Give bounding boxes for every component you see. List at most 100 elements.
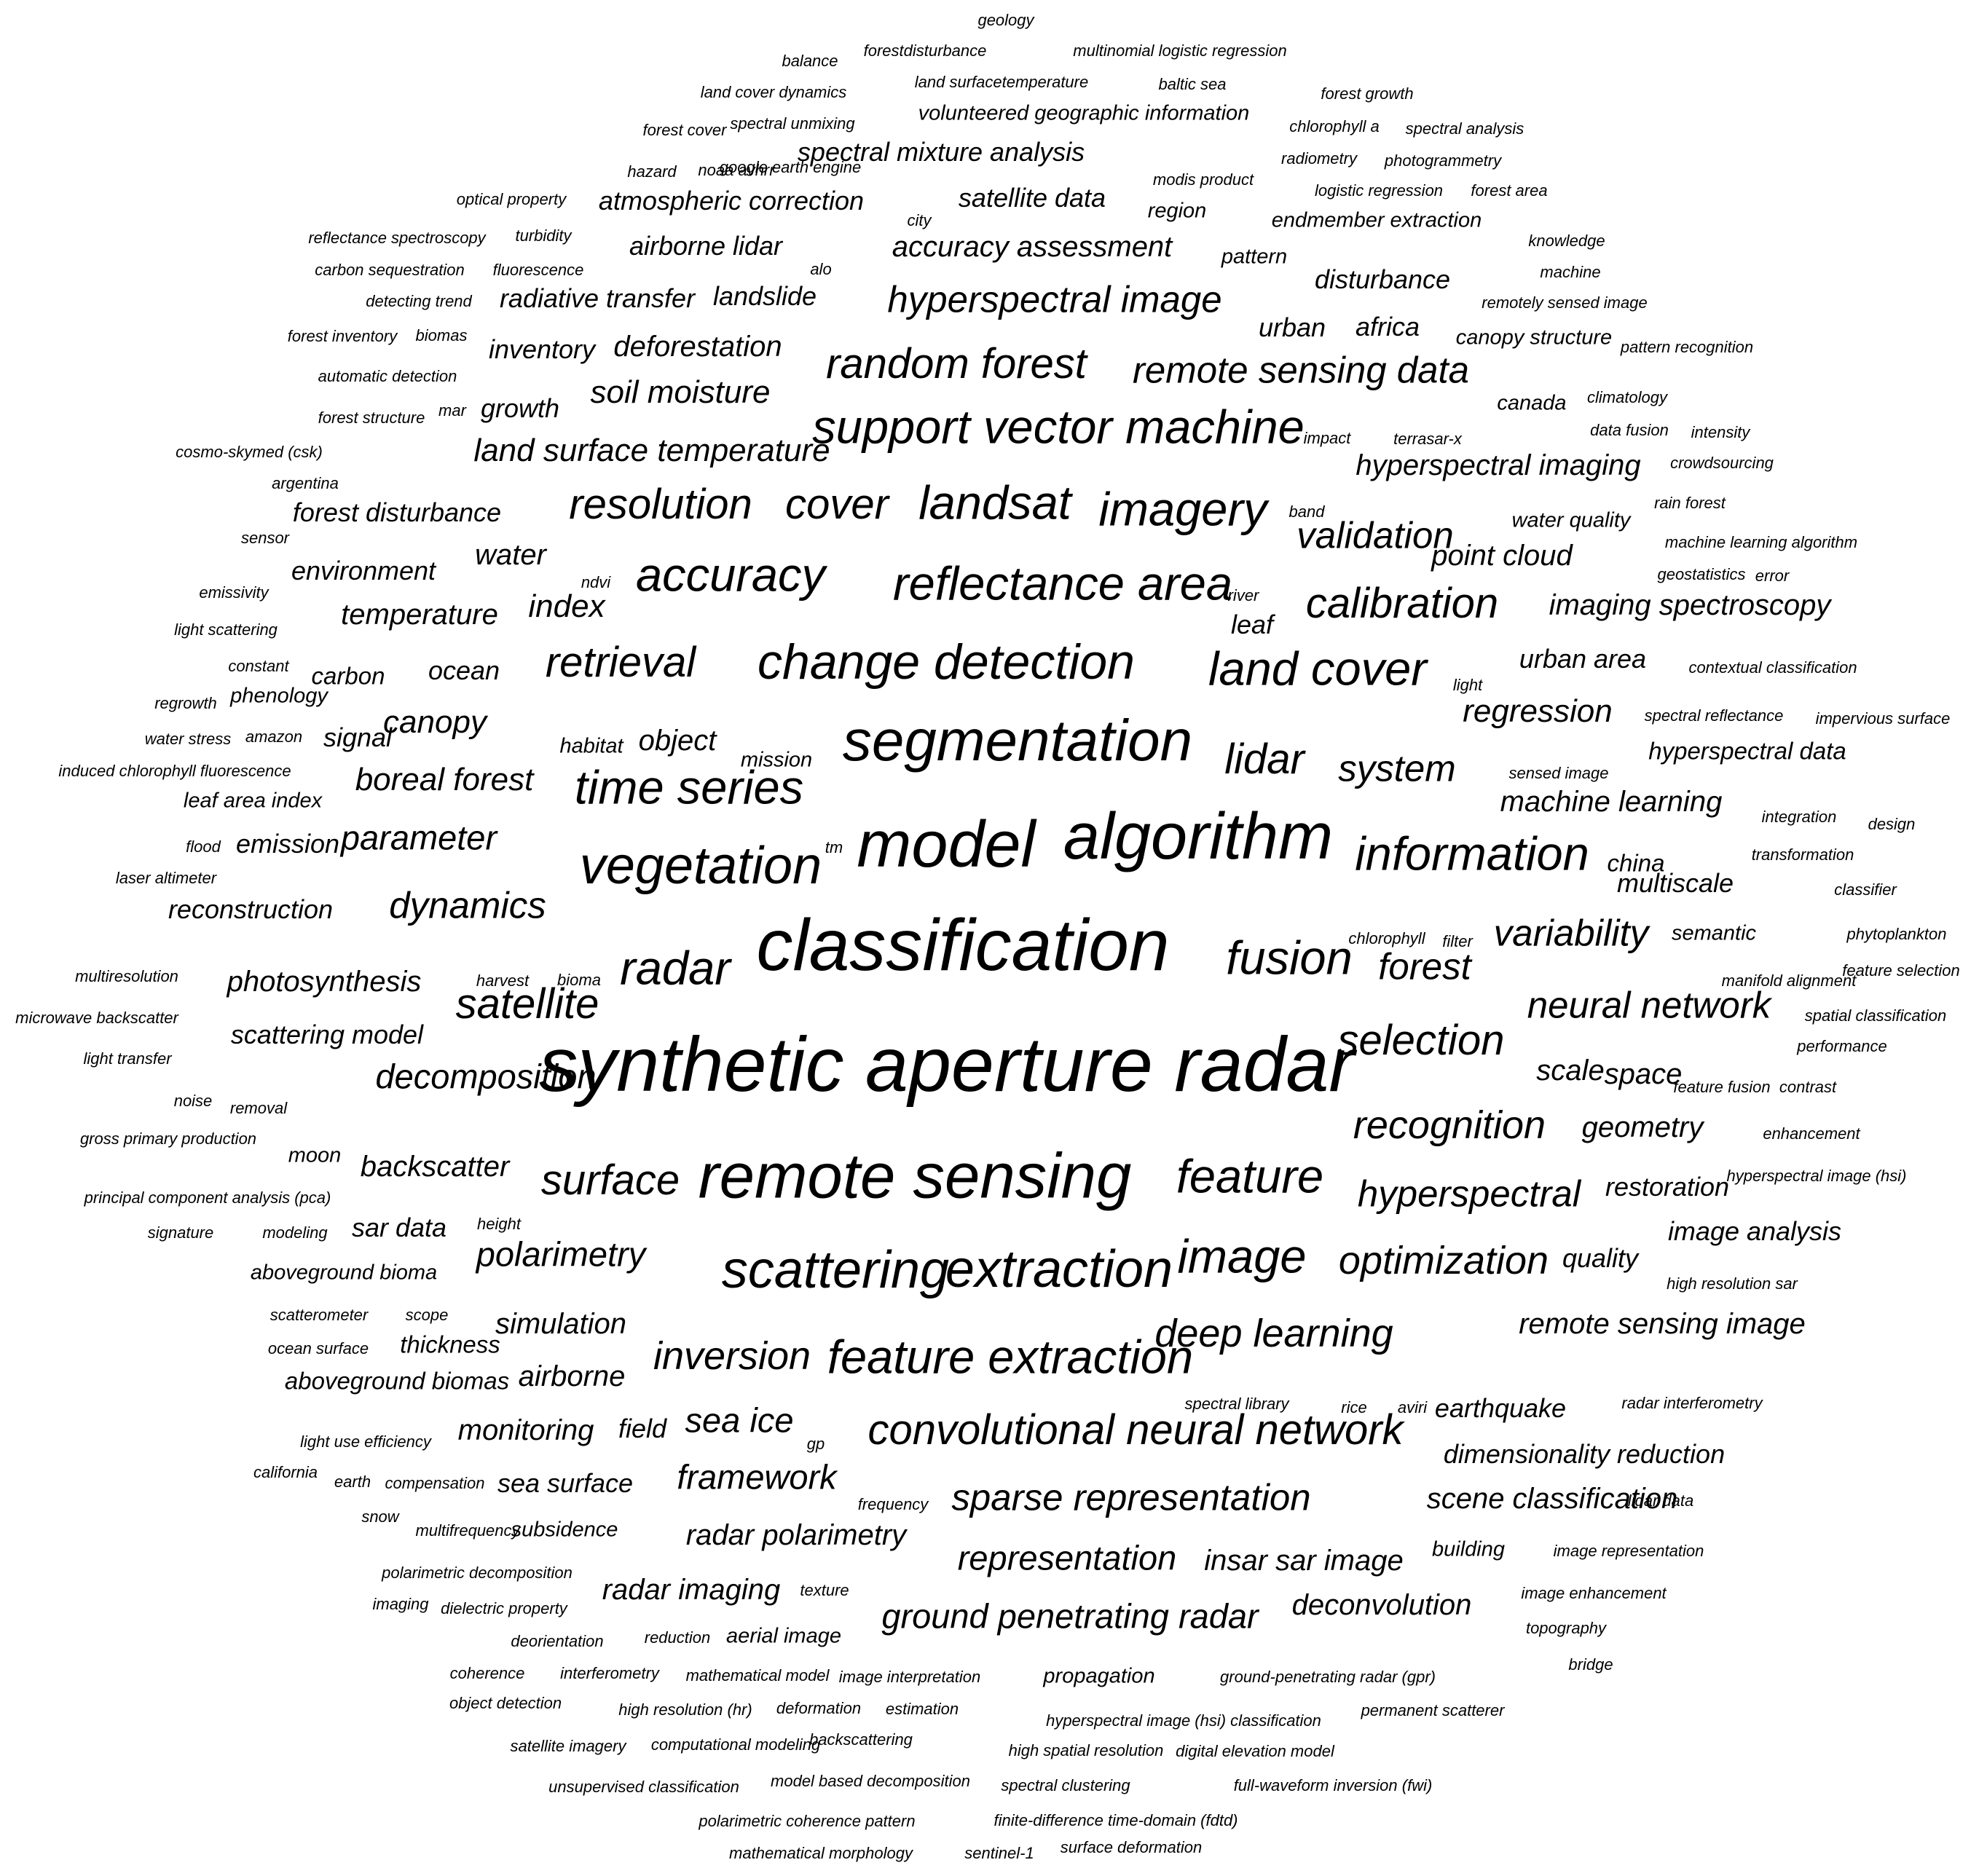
cloud-word: phytoplankton [1846,925,1947,943]
cloud-word: estimation [885,1700,959,1718]
cloud-word: soil moisture [590,374,771,410]
cloud-word: california [253,1463,318,1481]
cloud-word: imaging spectroscopy [1549,589,1831,621]
cloud-word: surface [540,1156,680,1204]
cloud-word: argentina [272,474,339,492]
cloud-word: forest structure [318,409,425,427]
cloud-word: forest cover [642,121,727,139]
cloud-word: light scattering [174,620,278,639]
cloud-word: turbidity [515,226,572,245]
cloud-word: deconvolution [1291,1589,1472,1621]
cloud-word: alo [810,260,832,278]
cloud-word: knowledge [1528,232,1605,250]
cloud-word: region [1147,199,1207,223]
cloud-word: fusion [1226,931,1353,985]
cloud-word: growth [480,393,560,423]
cloud-word: aviri [1397,1398,1428,1416]
cloud-word: leaf area index [183,789,323,813]
cloud-word: crowdsourcing [1670,454,1774,472]
cloud-word: full-waveform inversion (fwi) [1233,1776,1433,1794]
cloud-word: endmember extraction [1271,208,1482,232]
cloud-word: cover [785,481,889,528]
cloud-word: cosmo-skymed (csk) [176,443,323,461]
cloud-word: algorithm [1063,800,1334,873]
cloud-word: forestdisturbance [863,42,987,60]
cloud-word: information [1355,827,1589,880]
cloud-word: induced chlorophyll fluorescence [58,762,291,780]
cloud-word: convolutional neural network [867,1406,1404,1454]
cloud-word: emission [235,829,340,859]
cloud-word: radar polarimetry [685,1519,907,1551]
cloud-word: machine [1540,263,1601,281]
cloud-word: tm [825,838,843,856]
cloud-word: water [475,539,546,571]
cloud-word: satellite [455,980,599,1028]
cloud-word: spectral clustering [1001,1776,1130,1794]
cloud-word: intensity [1691,423,1750,441]
cloud-word: multifrequency [415,1521,520,1540]
cloud-word: chlorophyll [1348,929,1425,947]
cloud-word: object [638,725,717,757]
cloud-word: transformation [1751,846,1854,864]
cloud-word: land cover [1208,642,1427,695]
cloud-word: mission [740,748,813,772]
cloud-word: error [1755,567,1790,585]
cloud-word: system [1338,747,1456,789]
cloud-word: constant [228,657,289,675]
cloud-word: feature fusion [1673,1078,1771,1096]
cloud-word: space [1604,1058,1683,1090]
cloud-word: geostatistics [1657,565,1746,583]
cloud-word: sar data [351,1213,447,1242]
cloud-word: digital elevation model [1176,1742,1334,1760]
cloud-word: land cover dynamics [700,83,847,101]
cloud-word: sensed image [1508,764,1609,782]
cloud-word: sparse representation [951,1476,1311,1518]
cloud-word: canopy structure [1455,326,1613,350]
cloud-word: detecting trend [366,292,472,310]
cloud-word: environment [291,556,436,586]
cloud-word: volunteered geographic information [918,101,1250,125]
cloud-word: contextual classification [1688,658,1857,677]
cloud-word: signal [323,722,393,752]
cloud-word: deorientation [511,1632,604,1650]
cloud-word: noise [173,1092,213,1110]
cloud-word: thickness [400,1331,500,1358]
cloud-word: spectral library [1184,1395,1289,1413]
cloud-word: sentinel-1 [964,1844,1034,1862]
cloud-word: accuracy [635,548,826,602]
cloud-word: selection [1337,1017,1505,1064]
cloud-word: canopy [383,704,487,740]
cloud-word: change detection [758,634,1135,690]
cloud-word: remotely sensed image [1482,293,1648,312]
cloud-word: bioma [557,971,601,989]
cloud-word: spectral mixture analysis [797,137,1085,167]
cloud-word: machine learning [1500,786,1723,818]
cloud-word: reconstruction [168,894,334,924]
cloud-word: inventory [488,334,596,364]
cloud-word: imagery [1098,482,1267,536]
cloud-word: interferometry [560,1664,659,1682]
cloud-word: microwave backscatter [15,1009,178,1027]
cloud-word: principal component analysis (pca) [84,1189,331,1207]
cloud-word: manifold alignment [1721,972,1857,990]
cloud-word: carbon sequestration [315,261,465,279]
cloud-word: rice [1341,1398,1367,1416]
cloud-word: earthquake [1434,1393,1567,1423]
cloud-word: water stress [144,730,232,748]
cloud-word: multiresolution [75,967,178,985]
cloud-word: backscatter [360,1151,510,1183]
cloud-word: image [1177,1229,1307,1283]
cloud-word: variability [1493,912,1649,954]
cloud-word: hyperspectral image (hsi) classification [1046,1711,1321,1730]
cloud-word: frequency [857,1495,929,1513]
cloud-word: amazon [245,728,303,746]
cloud-word: neural network [1527,984,1771,1026]
cloud-word: phenology [230,684,328,708]
cloud-word: vegetation [579,837,822,895]
cloud-word: retrieval [545,639,696,686]
cloud-word: scattering [721,1241,950,1299]
cloud-word: land surfacetemperature [914,73,1089,91]
cloud-word: reduction [644,1628,711,1647]
cloud-word: automatic detection [318,367,457,385]
cloud-word: airborne [518,1360,626,1392]
